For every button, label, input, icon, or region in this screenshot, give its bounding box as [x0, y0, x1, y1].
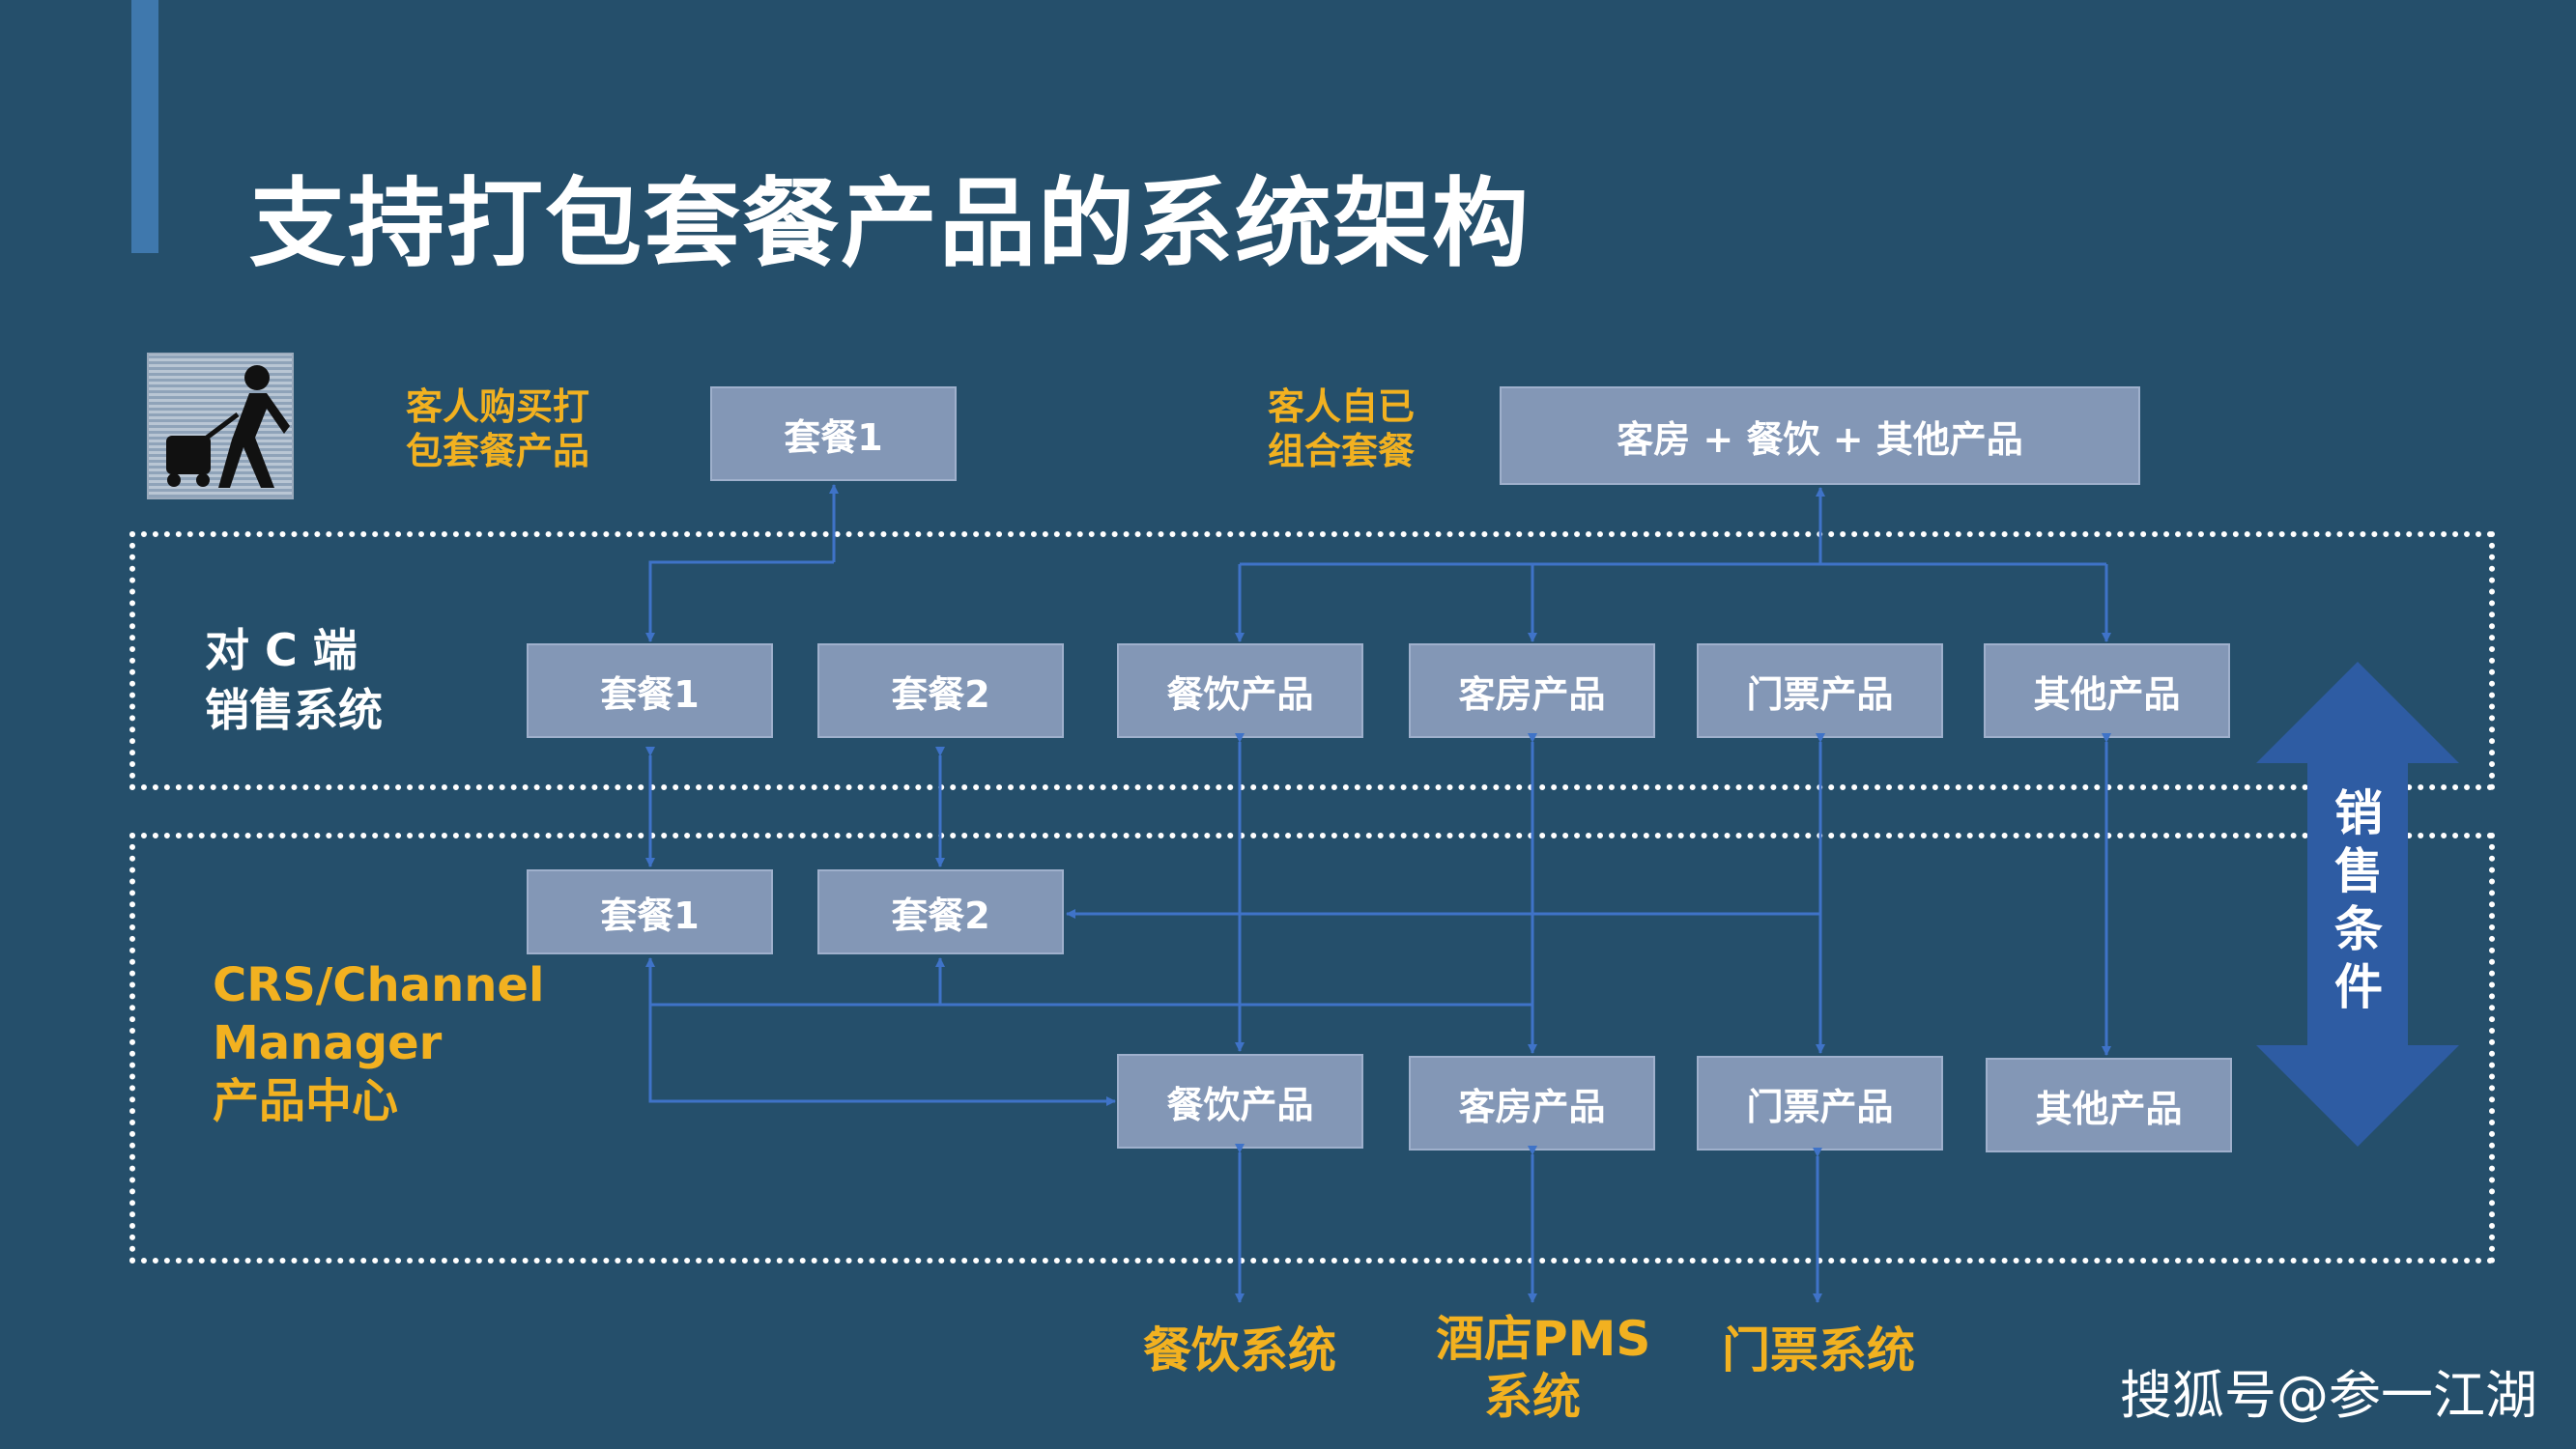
- customer-self-label-line2: 组合套餐: [1268, 430, 1416, 472]
- pms-system-label-line1: 酒店PMS: [1436, 1311, 1651, 1367]
- customer-self-label: 客人自已 组合套餐: [1268, 384, 1415, 473]
- customer-package-label-line2: 包套餐产品: [406, 430, 590, 472]
- c-ticket-box: 门票产品: [1697, 643, 1943, 738]
- sales-condition-label: 销售条件: [2334, 785, 2383, 1015]
- customer-package-label: 客人购买打 包套餐产品: [406, 384, 589, 473]
- c-other-box: 其他产品: [1984, 643, 2230, 738]
- crs-label-line2: Manager: [213, 1016, 443, 1070]
- c-package-1-box: 套餐1: [527, 643, 773, 738]
- crs-label-line3: 产品中心: [213, 1074, 399, 1128]
- pms-system-label-line2: 系统: [1484, 1369, 1581, 1425]
- c-package-2-box: 套餐2: [817, 643, 1064, 738]
- c-system-label-line2: 销售系统: [205, 684, 383, 736]
- top-package-box: 套餐1: [710, 386, 957, 481]
- crs-package-1-box: 套餐1: [527, 869, 773, 954]
- crs-label: CRS/Channel Manager 产品中心: [213, 956, 544, 1130]
- title-accent-bar: [131, 0, 158, 253]
- pms-system-label: 酒店PMS 系统: [1436, 1310, 1651, 1426]
- c-system-label-line1: 对 C 端: [205, 624, 358, 676]
- crs-frame: [129, 833, 2495, 1264]
- c-catering-box: 餐饮产品: [1117, 643, 1363, 738]
- ticket-system-label: 门票系统: [1722, 1322, 1915, 1378]
- crs-package-2-box: 套餐2: [817, 869, 1064, 954]
- watermark: 搜狐号@参一江湖: [2120, 1365, 2537, 1426]
- crs-other-box: 其他产品: [1986, 1058, 2232, 1152]
- catering-system-label: 餐饮系统: [1143, 1322, 1336, 1378]
- crs-catering-box: 餐饮产品: [1117, 1054, 1363, 1149]
- traveler-icon: [147, 353, 294, 499]
- customer-package-label-line1: 客人购买打: [406, 385, 590, 428]
- crs-label-line1: CRS/Channel: [213, 958, 545, 1012]
- c-system-label: 对 C 端 销售系统: [205, 620, 383, 740]
- customer-self-label-line1: 客人自已: [1268, 385, 1416, 428]
- top-combo-box: 客房 + 餐饮 + 其他产品: [1500, 386, 2140, 485]
- crs-room-box: 客房产品: [1409, 1056, 1655, 1151]
- crs-ticket-box: 门票产品: [1697, 1056, 1943, 1151]
- c-system-frame: [129, 531, 2495, 790]
- slide-title: 支持打包套餐产品的系统架构: [249, 167, 1531, 280]
